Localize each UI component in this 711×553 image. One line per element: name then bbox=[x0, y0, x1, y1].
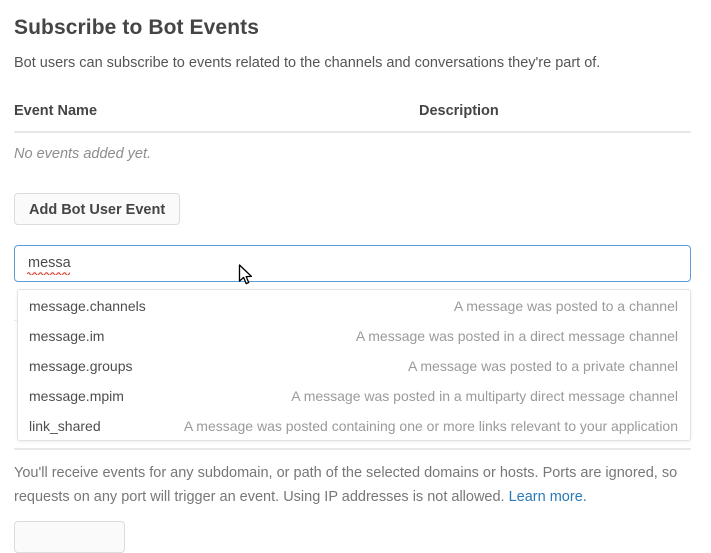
section-divider bbox=[14, 448, 691, 450]
dropdown-option-description: A message was posted in a multiparty dir… bbox=[291, 388, 678, 404]
dropdown-option-name: message.im bbox=[29, 328, 105, 344]
dropdown-option-description: A message was posted to a private channe… bbox=[407, 358, 678, 374]
dropdown-option[interactable]: message.mpim A message was posted in a m… bbox=[18, 381, 690, 411]
events-empty-state: No events added yet. bbox=[14, 146, 152, 162]
dropdown-option-name: link_shared bbox=[29, 418, 101, 434]
dropdown-option[interactable]: link_shared A message was posted contain… bbox=[18, 411, 690, 440]
spellcheck-underline bbox=[27, 271, 70, 275]
page-subtitle: Bot users can subscribe to events relate… bbox=[14, 55, 601, 71]
dropdown-option-description: A message was posted in a direct message… bbox=[355, 328, 678, 344]
add-bot-user-event-button[interactable]: Add Bot User Event bbox=[14, 193, 181, 225]
event-search-input[interactable] bbox=[28, 246, 628, 281]
event-search-box[interactable] bbox=[14, 245, 691, 282]
bottom-action-button[interactable] bbox=[14, 521, 125, 553]
table-header-divider bbox=[14, 131, 691, 133]
dropdown-option-name: message.groups bbox=[29, 358, 133, 374]
learn-more-link[interactable]: Learn more. bbox=[508, 489, 587, 505]
event-suggestions-dropdown[interactable]: message.channels A message was posted to… bbox=[17, 289, 691, 441]
dropdown-option-name: message.mpim bbox=[29, 388, 124, 404]
dropdown-option-description: A message was posted to a channel bbox=[453, 298, 678, 314]
events-table-header: Event Name Description bbox=[0, 103, 711, 135]
dropdown-option[interactable]: message.groups A message was posted to a… bbox=[18, 351, 690, 381]
column-header-description: Description bbox=[419, 103, 499, 119]
domains-note-text: You'll receive events for any subdomain,… bbox=[14, 465, 678, 505]
dropdown-option-name: message.channels bbox=[29, 298, 146, 314]
settings-page: Subscribe to Bot Events Bot users can su… bbox=[0, 16, 711, 553]
page-title: Subscribe to Bot Events bbox=[14, 16, 260, 39]
dropdown-option-description: A message was posted containing one or m… bbox=[183, 418, 678, 434]
dropdown-option[interactable]: message.im A message was posted in a dir… bbox=[18, 321, 690, 351]
column-header-event-name: Event Name bbox=[14, 103, 98, 119]
domains-note: You'll receive events for any subdomain,… bbox=[14, 461, 694, 509]
dropdown-option[interactable]: message.channels A message was posted to… bbox=[18, 291, 690, 321]
